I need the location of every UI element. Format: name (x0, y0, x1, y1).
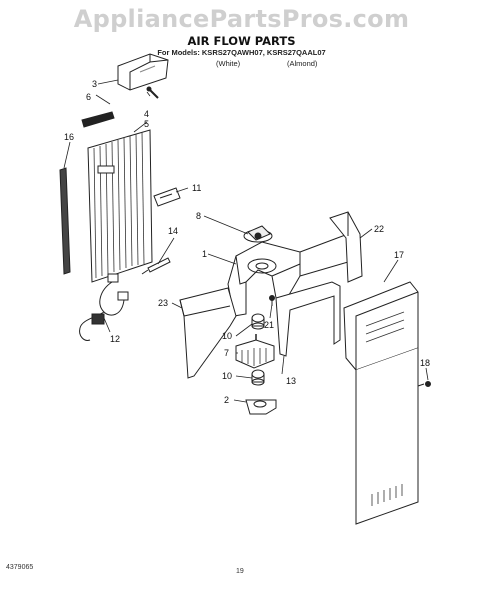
callout-labels: 3 6 4 5 16 11 8 22 14 1 17 23 21 12 10 7… (64, 79, 430, 405)
callout-14: 14 (168, 226, 178, 236)
callout-8: 8 (196, 211, 201, 221)
callout-5: 5 (144, 119, 149, 129)
variant-almond: (Almond) (287, 59, 318, 68)
part-7-fan-motor (235, 334, 275, 369)
callout-22: 22 (374, 224, 384, 234)
part-2-bracket (245, 399, 277, 415)
callout-21: 21 (264, 320, 274, 330)
callout-11: 11 (192, 183, 201, 193)
part-3-cover (117, 53, 169, 91)
part-13-duct (275, 281, 341, 357)
document-number: 4379065 (6, 564, 34, 571)
part-11-clip (153, 187, 181, 207)
site-watermark: AppliancePartsPros.com (73, 5, 410, 33)
part-10-grommet-upper (251, 313, 265, 330)
callout-10-upper: 10 (222, 331, 232, 341)
callout-12: 12 (110, 334, 120, 344)
callout-23: 23 (158, 298, 168, 308)
part-14-sensor (141, 257, 171, 275)
leader-lines (63, 79, 429, 403)
part-17-duct-panel (343, 281, 419, 525)
part-12-wire-harness (79, 273, 129, 341)
page-number: 19 (236, 568, 244, 575)
part-5-evaporator (87, 129, 153, 283)
callout-10-lower: 10 (222, 371, 232, 381)
part-8-fan-blade (243, 225, 273, 243)
callout-3: 3 (92, 79, 97, 89)
part-18-screw (417, 381, 431, 387)
callout-2: 2 (224, 395, 229, 405)
model-numbers: For Models: KSRS27QAWH07, KSRS27QAAL07 (157, 48, 326, 57)
part-23-duct (179, 287, 237, 379)
page-title: AIR FLOW PARTS (187, 34, 296, 48)
part-22-duct (329, 211, 363, 283)
part-10-grommet-lower (251, 369, 265, 386)
callout-18: 18 (420, 358, 430, 368)
callout-7: 7 (224, 348, 229, 358)
part-16-strip (59, 167, 71, 275)
callout-17: 17 (394, 250, 404, 260)
callout-4: 4 (144, 109, 149, 119)
part-4-screw (146, 86, 159, 99)
callout-16: 16 (64, 132, 74, 142)
callout-1: 1 (202, 249, 207, 259)
part-6-grille (81, 111, 115, 128)
callout-13: 13 (286, 376, 296, 386)
callout-6: 6 (86, 92, 91, 102)
variant-white: (White) (216, 59, 241, 68)
